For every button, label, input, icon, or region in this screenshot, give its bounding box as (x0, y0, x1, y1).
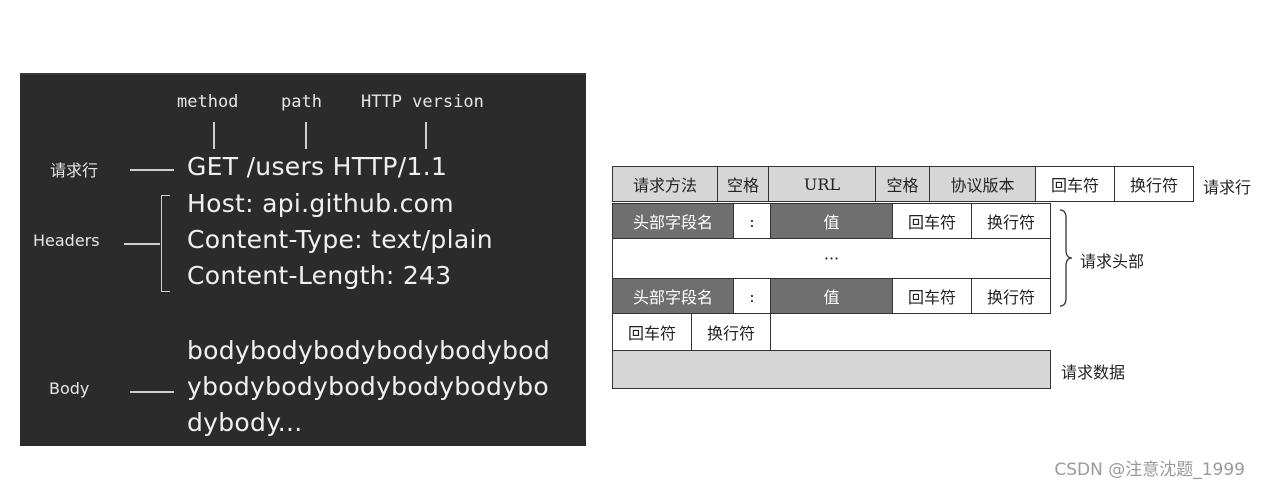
cell-space-2: 空格 (875, 166, 930, 202)
cell-space-1: 空格 (717, 166, 769, 202)
request-line-diagram-label: 请求行 (1203, 178, 1252, 197)
method-label: method (177, 92, 239, 112)
request-headers-label: 请求头部 (1080, 252, 1145, 271)
cell-header-line-feed: 换行符 (971, 203, 1051, 239)
path-connector (305, 122, 307, 149)
body-line-3: dybody... (187, 408, 303, 437)
cell-request-method: 请求方法 (612, 166, 718, 202)
cell-colon-2: : (733, 278, 771, 314)
header-line-content-length: Content-Length: 243 (187, 261, 452, 290)
watermark: CSDN @注意沈题_1999 (1054, 460, 1245, 480)
body-label: Body (49, 379, 90, 398)
request-line-code: GET /users HTTP/1.1 (187, 152, 448, 181)
http-version-label: HTTP version (361, 92, 484, 112)
cell-request-data (612, 350, 1051, 389)
cell-line-feed: 换行符 (1114, 166, 1194, 202)
cell-value-2: 值 (770, 278, 893, 314)
headers-curly-brace (1059, 209, 1073, 307)
cell-blank-line-feed: 换行符 (691, 313, 771, 351)
headers-label: Headers (33, 231, 100, 250)
cell-header-carriage-return-2: 回车符 (892, 278, 972, 314)
request-data-label: 请求数据 (1061, 363, 1126, 382)
body-line-1: bodybodybodybodybodybod (187, 336, 551, 365)
headers-connector (124, 243, 160, 245)
header-line-content-type: Content-Type: text/plain (187, 225, 493, 254)
request-line-label: 请求行 (50, 161, 99, 180)
headers-bracket (161, 195, 170, 292)
cell-colon: : (733, 203, 771, 239)
request-line-connector (130, 169, 174, 171)
header-line-host: Host: api.github.com (187, 189, 454, 218)
cell-url: URL (768, 166, 876, 202)
method-connector (213, 122, 215, 149)
body-connector (130, 391, 174, 393)
cell-protocol-version: 协议版本 (929, 166, 1036, 202)
cell-value: 值 (770, 203, 893, 239)
cell-header-field-name-2: 头部字段名 (612, 278, 734, 314)
http-request-example-panel: method path HTTP version 请求行 GET /users … (20, 73, 586, 446)
cell-blank-carriage-return: 回车符 (612, 313, 692, 351)
cell-header-line-feed-2: 换行符 (971, 278, 1051, 314)
body-line-2: ybodybodybodybodybodybo (187, 372, 550, 401)
cell-carriage-return: 回车符 (1035, 166, 1115, 202)
version-connector (425, 122, 427, 149)
cell-header-carriage-return: 回车符 (892, 203, 972, 239)
path-label: path (281, 92, 322, 112)
cell-header-field-name: 头部字段名 (612, 203, 734, 239)
cell-ellipsis: ··· (612, 238, 1051, 279)
